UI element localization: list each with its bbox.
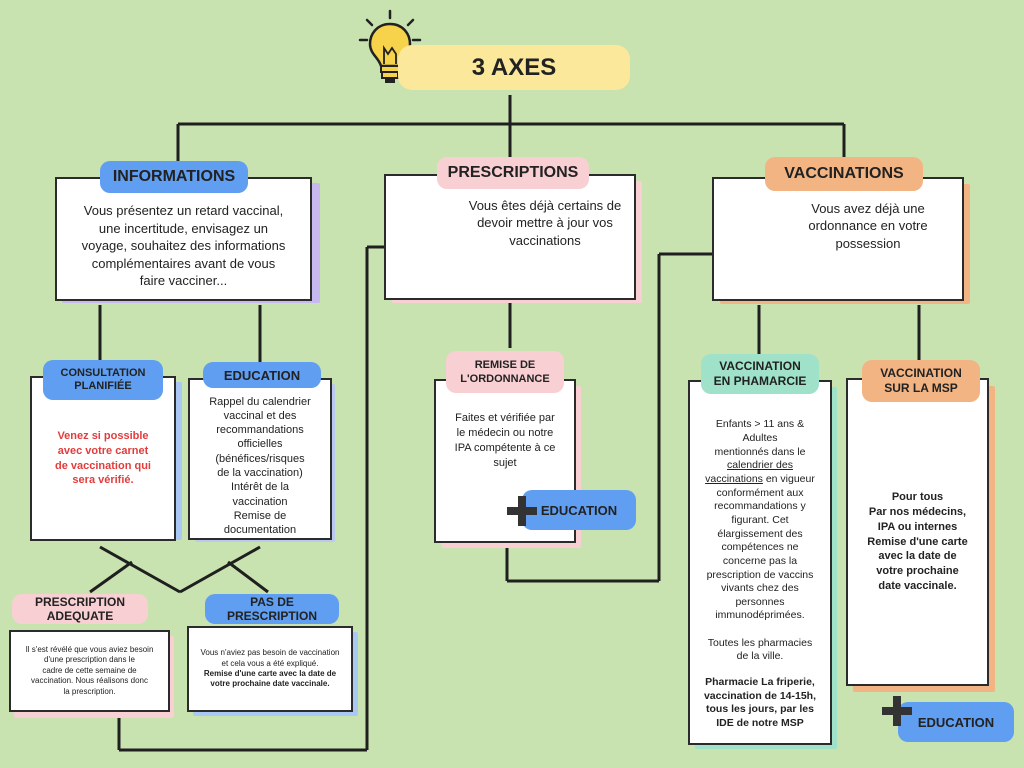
plus-icon — [507, 496, 537, 526]
calendrier-link[interactable]: calendrier des vaccinations — [705, 459, 793, 486]
remise-label: REMISE DE L'ORDONNANCE — [446, 351, 564, 393]
msp-card: Pour tous Par nos médecins, IPA ou inter… — [846, 378, 989, 686]
pas-de-prescription-text: Vous n'aviez pas besoin de vaccination e… — [200, 648, 340, 668]
informations-label-text: INFORMATIONS — [112, 168, 236, 185]
pas-de-prescription-label: PAS DE PRESCRIPTION — [205, 594, 339, 624]
pharmacie-label-text: VACCINATION EN PHAMARCIE — [713, 359, 807, 388]
prescription-adequate-card: Il s'est révélé que vous aviez besoin d'… — [9, 630, 170, 712]
informations-card: Vous présentez un retard vaccinal, une i… — [55, 177, 312, 301]
prescriptions-card: Vous êtes déjà certains de devoir mettre… — [384, 174, 636, 300]
remise-education-text: EDUCATION — [540, 502, 618, 518]
prescriptions-label-text: PRESCRIPTIONS — [447, 164, 579, 181]
pharmacie-card: Enfants > 11 ans & Adultes mentionnés da… — [688, 380, 832, 745]
pas-de-prescription-label-text: PAS DE PRESCRIPTION — [226, 594, 317, 623]
plus-icon — [882, 696, 912, 726]
prescriptions-label: PRESCRIPTIONS — [437, 157, 589, 189]
education-info-card: Rappel du calendrier vaccinal et des rec… — [188, 378, 332, 540]
msp-education-text: EDUCATION — [917, 714, 995, 730]
consultation-card: Venez si possible avec votre carnet de v… — [30, 376, 176, 541]
pharmacie-bold: Pharmacie La friperie, vaccination de 14… — [703, 675, 817, 729]
pharmacie-text-b: en vigueur conformément aux recommandati… — [706, 473, 815, 663]
msp-text: Pour tous Par nos médecins, IPA ou inter… — [867, 491, 968, 593]
pas-de-prescription-bold: Remise d'une carte avec la date de votre… — [203, 669, 337, 689]
consultation-text: Venez si possible avec votre carnet de v… — [55, 429, 151, 487]
informations-text: Vous présentez un retard vaccinal, une i… — [81, 203, 286, 289]
remise-text: Faites et vérifiée par le médecin ou not… — [454, 412, 556, 469]
msp-education-label: EDUCATION — [898, 702, 1014, 742]
pas-de-prescription-card: Vous n'aviez pas besoin de vaccination e… — [187, 626, 353, 712]
vaccinations-label: VACCINATIONS — [765, 157, 923, 191]
pharmacie-label: VACCINATION EN PHAMARCIE — [701, 354, 819, 394]
title-banner: 3 AXES — [398, 45, 630, 90]
prescription-adequate-text: Il s'est révélé que vous aviez besoin d'… — [25, 645, 154, 696]
page-title: 3 AXES — [471, 53, 557, 81]
prescription-adequate-label-text: PRESCRIPTION ADEQUATE — [34, 594, 125, 623]
remise-education-label: EDUCATION — [522, 490, 636, 530]
consultation-label: CONSULTATION PLANIFIÉE — [43, 360, 163, 400]
remise-label-text: REMISE DE L'ORDONNANCE — [460, 358, 550, 385]
education-info-label-text: EDUCATION — [223, 367, 301, 383]
prescriptions-text: Vous êtes déjà certains de devoir mettre… — [468, 197, 622, 248]
msp-label-text: VACCINATION SUR LA MSP — [880, 366, 962, 395]
prescription-adequate-label: PRESCRIPTION ADEQUATE — [12, 594, 148, 624]
education-info-label: EDUCATION — [203, 362, 321, 388]
vaccinations-label-text: VACCINATIONS — [784, 165, 904, 182]
pharmacie-text-a: Enfants > 11 ans & Adultes mentionnés da… — [714, 418, 806, 458]
vaccinations-text: Vous avez déjà une ordonnance en votre p… — [808, 200, 928, 251]
pharmacie-text: Enfants > 11 ans & Adultes mentionnés da… — [705, 418, 815, 664]
msp-label: VACCINATION SUR LA MSP — [862, 360, 980, 402]
informations-label: INFORMATIONS — [100, 161, 248, 193]
education-info-text: Rappel du calendrier vaccinal et des rec… — [209, 395, 311, 537]
consultation-label-text: CONSULTATION PLANIFIÉE — [60, 366, 146, 392]
vaccinations-card: Vous avez déjà une ordonnance en votre p… — [712, 177, 964, 301]
